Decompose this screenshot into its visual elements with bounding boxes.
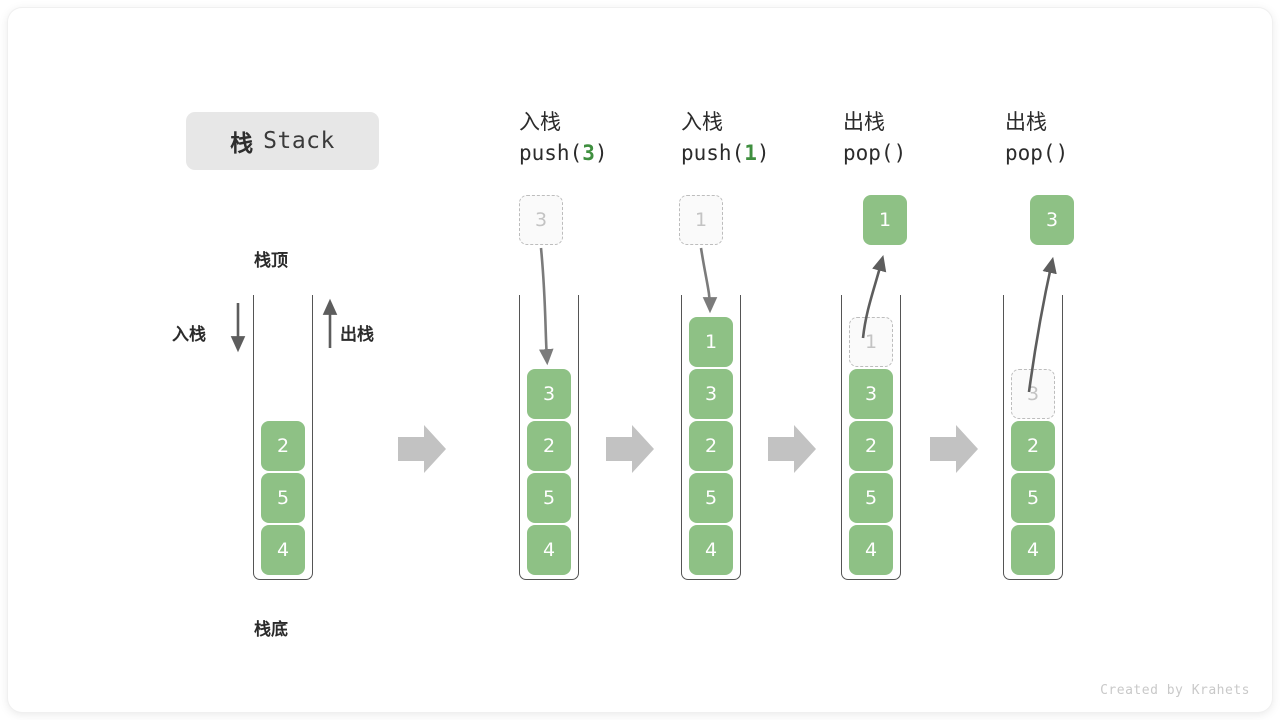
stack-cell: 3 xyxy=(689,369,733,419)
stack-top-label: 栈顶 xyxy=(254,251,288,271)
stack-cell: 5 xyxy=(689,473,733,523)
stack-cell: 2 xyxy=(261,421,305,471)
stage-heading-code: pop() xyxy=(1005,141,1069,165)
stack-cells-push-3: 3 2 5 4 xyxy=(520,369,578,575)
stack-cell: 2 xyxy=(527,421,571,471)
stage-heading-code: pop() xyxy=(843,141,907,165)
stack-cell: 5 xyxy=(849,473,893,523)
stack-cell: 1 xyxy=(689,317,733,367)
stack-cell: 2 xyxy=(689,421,733,471)
title-chinese: 栈 xyxy=(230,131,254,157)
stage-heading-cn: 入栈 xyxy=(681,110,723,134)
stack-initial-cells: 2 5 4 xyxy=(254,421,312,575)
pending-push-box-1: 1 xyxy=(679,195,723,245)
stage-heading-pop-1: 出栈 pop() xyxy=(843,107,1043,169)
stack-cell: 3 xyxy=(527,369,571,419)
stack-after-push-3: 3 2 5 4 xyxy=(519,295,579,580)
stack-cell: 4 xyxy=(1011,525,1055,575)
stack-bottom-label: 栈底 xyxy=(254,620,288,640)
stack-cell: 4 xyxy=(527,525,571,575)
stage-heading-push-3: 入栈 push(3) xyxy=(519,107,719,169)
stage-heading-cn: 出栈 xyxy=(843,110,885,134)
stack-after-pop-1: 1 3 2 5 4 xyxy=(841,295,901,580)
push-direction-label: 入栈 xyxy=(172,325,206,345)
stack-cells-pop-1: 1 3 2 5 4 xyxy=(842,317,900,575)
stack-cell: 3 xyxy=(849,369,893,419)
pop-direction-label: 出栈 xyxy=(340,325,374,345)
stack-cell: 4 xyxy=(849,525,893,575)
stack-cell-removed: 3 xyxy=(1011,369,1055,419)
popped-box-3: 3 xyxy=(1030,195,1074,245)
stage-heading-pop-3: 出栈 pop() xyxy=(1005,107,1205,169)
title-english: Stack xyxy=(263,128,335,154)
stack-after-push-1: 1 3 2 5 4 xyxy=(681,295,741,580)
stage-heading-code: push(1) xyxy=(681,141,770,165)
stack-initial: 2 5 4 xyxy=(253,295,313,580)
stack-cell: 5 xyxy=(261,473,305,523)
stack-cell-removed: 1 xyxy=(849,317,893,367)
footer-credit: Created by Krahets xyxy=(1100,683,1250,698)
stack-cell: 2 xyxy=(1011,421,1055,471)
stack-title-chip: 栈 Stack xyxy=(186,112,379,170)
stage-heading-push-1: 入栈 push(1) xyxy=(681,107,881,169)
stack-cell: 4 xyxy=(261,525,305,575)
stack-cells-push-1: 1 3 2 5 4 xyxy=(682,317,740,575)
stage-heading-cn: 出栈 xyxy=(1005,110,1047,134)
stack-cells-pop-3: 3 2 5 4 xyxy=(1004,369,1062,575)
stage-heading-cn: 入栈 xyxy=(519,110,561,134)
stack-after-pop-3: 3 2 5 4 xyxy=(1003,295,1063,580)
pending-push-box-3: 3 xyxy=(519,195,563,245)
stack-cell: 2 xyxy=(849,421,893,471)
stage-heading-code: push(3) xyxy=(519,141,608,165)
stack-cell: 4 xyxy=(689,525,733,575)
stack-cell: 5 xyxy=(1011,473,1055,523)
stack-cell: 5 xyxy=(527,473,571,523)
popped-box-1: 1 xyxy=(863,195,907,245)
